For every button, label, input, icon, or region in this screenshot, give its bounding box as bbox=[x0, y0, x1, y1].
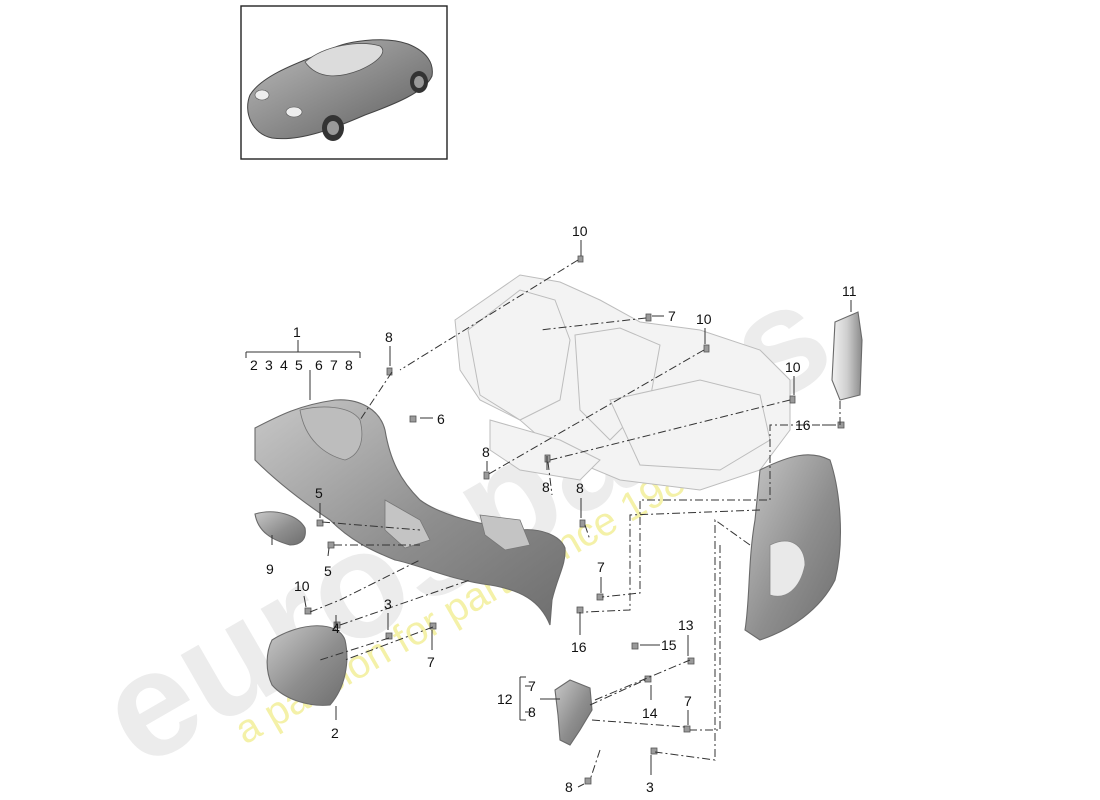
bracket-trim bbox=[554, 679, 593, 746]
callout-16-right: 16 bbox=[795, 417, 811, 433]
callout-10-top: 10 bbox=[572, 223, 588, 239]
callout-8-center: 8 bbox=[542, 479, 550, 495]
vehicle-thumbnail bbox=[240, 5, 448, 160]
callout-group1-3: 3 bbox=[265, 357, 273, 373]
luggage-compartment-shell bbox=[454, 274, 791, 491]
callout-9: 9 bbox=[266, 561, 274, 577]
callout-2: 2 bbox=[331, 725, 339, 741]
vertical-trim-strip bbox=[831, 311, 863, 401]
callout-7-top: 7 bbox=[668, 308, 676, 324]
callout-8-upper: 8 bbox=[385, 329, 393, 345]
callout-10-left: 10 bbox=[294, 578, 310, 594]
callout-11: 11 bbox=[842, 283, 857, 299]
callout-8-bottom: 8 bbox=[565, 779, 573, 795]
callout-12: 12 bbox=[497, 691, 513, 707]
callout-7-left: 7 bbox=[427, 654, 435, 670]
callout-3-bottom: 3 bbox=[646, 779, 654, 795]
fastener-clips bbox=[304, 255, 845, 785]
callout-5-upper: 5 bbox=[315, 485, 323, 501]
callout-group12-8: 8 bbox=[528, 704, 536, 720]
callout-6: 6 bbox=[437, 411, 445, 427]
callout-group1-8: 8 bbox=[345, 357, 353, 373]
callout-group1-4: 4 bbox=[280, 357, 288, 373]
callout-7-bottom: 7 bbox=[684, 693, 692, 709]
callout-10-mid: 10 bbox=[696, 311, 712, 327]
leader-lines bbox=[245, 240, 852, 788]
callout-14: 14 bbox=[642, 705, 658, 721]
car-icon bbox=[247, 39, 433, 141]
callout-group1-2: 2 bbox=[250, 357, 258, 373]
callout-group1-7: 7 bbox=[330, 357, 338, 373]
callout-15: 15 bbox=[661, 637, 677, 653]
callout-group12-7: 7 bbox=[528, 678, 536, 694]
trim-insert bbox=[254, 511, 306, 546]
assembly-lines bbox=[309, 259, 841, 781]
callout-7-mid: 7 bbox=[597, 559, 605, 575]
callout-16-mid: 16 bbox=[571, 639, 587, 655]
main-trim-panel bbox=[254, 399, 566, 626]
callout-8-mid: 8 bbox=[482, 444, 490, 460]
callout-4: 4 bbox=[332, 620, 340, 636]
callout-3-left: 3 bbox=[384, 596, 392, 612]
callout-1: 1 bbox=[293, 324, 301, 340]
callout-8-right: 8 bbox=[576, 480, 584, 496]
end-cap bbox=[266, 625, 348, 706]
callout-10-right: 10 bbox=[785, 359, 801, 375]
callout-labels: 1 2 3 4 5 6 7 8 10 8 6 7 10 10 11 16 8 8… bbox=[250, 223, 857, 795]
callout-group1-5: 5 bbox=[295, 357, 303, 373]
callout-13: 13 bbox=[678, 617, 694, 633]
callout-group1-6: 6 bbox=[315, 357, 323, 373]
callout-5-lower: 5 bbox=[324, 563, 332, 579]
